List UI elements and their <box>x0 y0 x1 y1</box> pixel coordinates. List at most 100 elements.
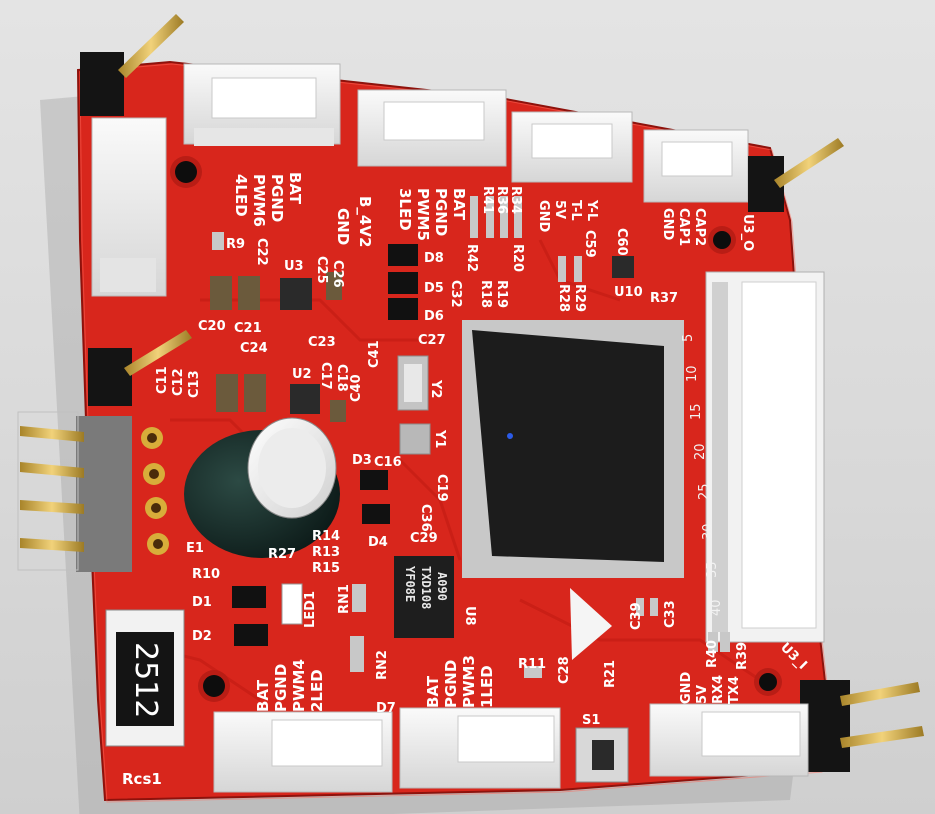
switch-s1 <box>575 727 629 783</box>
silk-label: BAT <box>424 675 442 708</box>
silk-label: BAT <box>286 172 304 205</box>
pin-header-bottom-right <box>800 680 924 772</box>
pin-header-top-left <box>80 14 184 116</box>
silk-ref: U3_O <box>740 214 755 251</box>
smd-resistors <box>212 196 730 678</box>
silk-ref: R37 <box>650 291 678 306</box>
top-connector-middle <box>357 89 507 167</box>
mcu-chip <box>462 320 684 578</box>
silk-ref: C40 <box>349 374 364 402</box>
silk-label: BAT <box>450 188 468 221</box>
silk-ref: R34 <box>508 186 523 214</box>
through-hole-pads <box>141 427 169 555</box>
u8-marking-line: TXD108 <box>419 566 433 609</box>
silk-label: PGND <box>432 188 450 236</box>
silk-ref: C59 <box>582 230 597 258</box>
silk-ref: U2 <box>292 367 312 382</box>
silk-ref: C22 <box>254 238 269 266</box>
silk-label: PWM3 <box>460 655 478 708</box>
silk-ref: R14 <box>312 529 340 544</box>
silk-ref: C18 <box>334 364 349 392</box>
fpc-tick-label: 40 <box>709 599 724 616</box>
silk-label: GND <box>679 671 694 704</box>
silk-ref: D3 <box>352 453 372 468</box>
silk-ref: R19 <box>494 280 509 308</box>
silk-ref: C11 <box>155 366 170 394</box>
silk-label: TX4 <box>727 676 742 704</box>
silk-ref: C39 <box>629 602 644 630</box>
silk-ref: D4 <box>368 535 388 550</box>
crystal-y1 <box>399 423 431 455</box>
silk-ref: R39 <box>735 642 750 670</box>
silk-label: CAP1 <box>676 208 691 246</box>
silk-ref: C12 <box>171 368 186 396</box>
top-connector-right <box>511 111 633 183</box>
silk-ref: C28 <box>557 656 572 684</box>
led1-body <box>281 583 303 625</box>
silk-ref: R9 <box>226 237 245 252</box>
shunt-resistor-rcs1 <box>105 609 185 747</box>
silk-ref: C32 <box>448 280 463 308</box>
silk-ref: C36 <box>418 504 433 532</box>
silk-ref: R11 <box>518 657 546 672</box>
diode-group <box>232 244 418 646</box>
crystal-y2 <box>397 355 429 411</box>
silk-ref: R29 <box>572 284 587 312</box>
silk-ref: D1 <box>192 595 212 610</box>
fpc-connector <box>705 271 825 643</box>
silk-ref: U10 <box>614 285 643 300</box>
bottom-connector-right <box>649 703 809 777</box>
silk-ref: R28 <box>556 284 571 312</box>
fpc-tick-label: 20 <box>693 443 708 460</box>
silk-label: 5V <box>695 685 710 704</box>
silk-ref: GND <box>334 208 352 245</box>
silk-ref: D2 <box>192 629 212 644</box>
silk-label: PWM5 <box>414 188 432 241</box>
orientation-arrow <box>570 588 612 660</box>
silk-ref: R41 <box>480 186 495 214</box>
silk-ref: R10 <box>192 567 220 582</box>
silk-ref: D8 <box>424 251 444 266</box>
silk-label: PGND <box>442 660 460 708</box>
silk-ref: C41 <box>367 340 382 368</box>
silk-ref: D6 <box>424 309 444 324</box>
right-angle-header-left <box>17 411 132 572</box>
silk-label: GND <box>536 200 551 233</box>
silk-label: CAP2 <box>692 208 707 246</box>
silk-label: 2LED <box>308 669 326 712</box>
bottom-connector-middle <box>399 707 561 789</box>
u8-marking-line: A090 <box>435 572 449 601</box>
left-side-connector <box>91 117 167 297</box>
silk-label: 1LED <box>478 665 496 708</box>
silk-ref: C33 <box>663 600 678 628</box>
fpc-tick-label: 5 <box>681 334 696 342</box>
silk-ref: C20 <box>198 319 226 334</box>
silk-ref: C24 <box>240 341 268 356</box>
silk-label: 3LED <box>396 188 414 231</box>
silk-ref: R13 <box>312 545 340 560</box>
silk-ref: C13 <box>187 370 202 398</box>
silk-ref: R18 <box>478 280 493 308</box>
silk-ref: RN1 <box>337 584 352 614</box>
silk-ref: C60 <box>614 228 629 256</box>
fpc-tick-label: 25 <box>697 483 712 500</box>
silk-label: PWM6 <box>250 174 268 227</box>
electrolytic-capacitor <box>184 417 340 558</box>
silk-ref: E1 <box>186 541 204 556</box>
silk-ref: R20 <box>510 244 525 272</box>
silk-ref: Y2 <box>428 379 443 398</box>
silk-ref: D7 <box>376 701 396 716</box>
silk-label: BAT <box>254 679 272 712</box>
silk-ref: R15 <box>312 561 340 576</box>
small-ics <box>280 256 634 414</box>
silk-ref: R21 <box>603 660 618 688</box>
u8-marking-line: YF08E <box>403 566 417 602</box>
silk-label: 4LED <box>232 174 250 217</box>
silk-ref: C25 <box>314 256 329 284</box>
passive-components <box>210 272 346 422</box>
silk-ref: B_4V2 <box>356 196 374 247</box>
silk-ref: R36 <box>494 186 509 214</box>
silk-ref: U8 <box>462 606 477 626</box>
silk-ref: D5 <box>424 281 444 296</box>
